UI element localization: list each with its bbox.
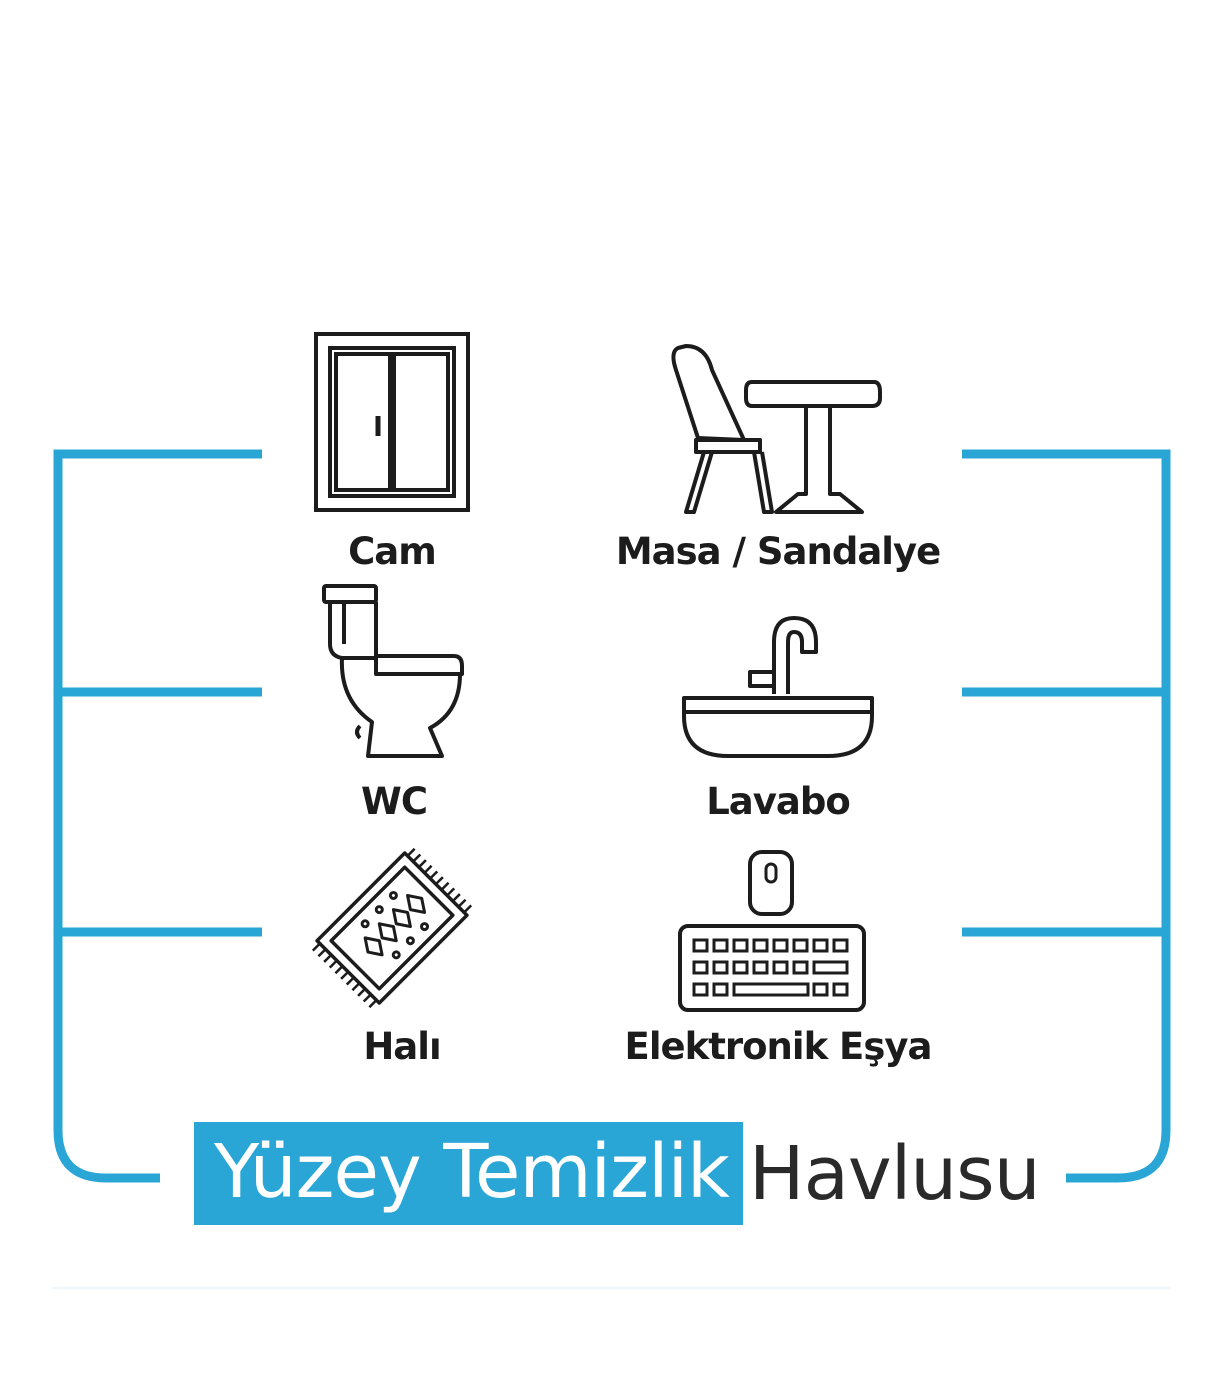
window-icon — [314, 332, 470, 512]
product-title: Yüzey Temizlik Havlusu — [194, 1122, 1041, 1225]
toilet-icon — [322, 584, 464, 758]
table-chair-icon — [671, 344, 882, 514]
label-hali: Halı — [363, 1025, 441, 1068]
label-cam: Cam — [348, 530, 437, 573]
title-rest: Havlusu — [748, 1130, 1041, 1217]
label-elektronik-esya: Elektronik Eşya — [624, 1025, 933, 1068]
rug-icon — [311, 847, 473, 1009]
label-wc: WC — [361, 780, 428, 823]
label-masa-sandalye: Masa / Sandalye — [615, 530, 941, 573]
keyboard-mouse-icon — [678, 850, 866, 1012]
title-highlighted: Yüzey Temizlik — [194, 1122, 743, 1225]
sink-icon — [682, 616, 874, 758]
bottom-divider — [52, 1287, 1170, 1289]
label-lavabo: Lavabo — [706, 780, 851, 823]
